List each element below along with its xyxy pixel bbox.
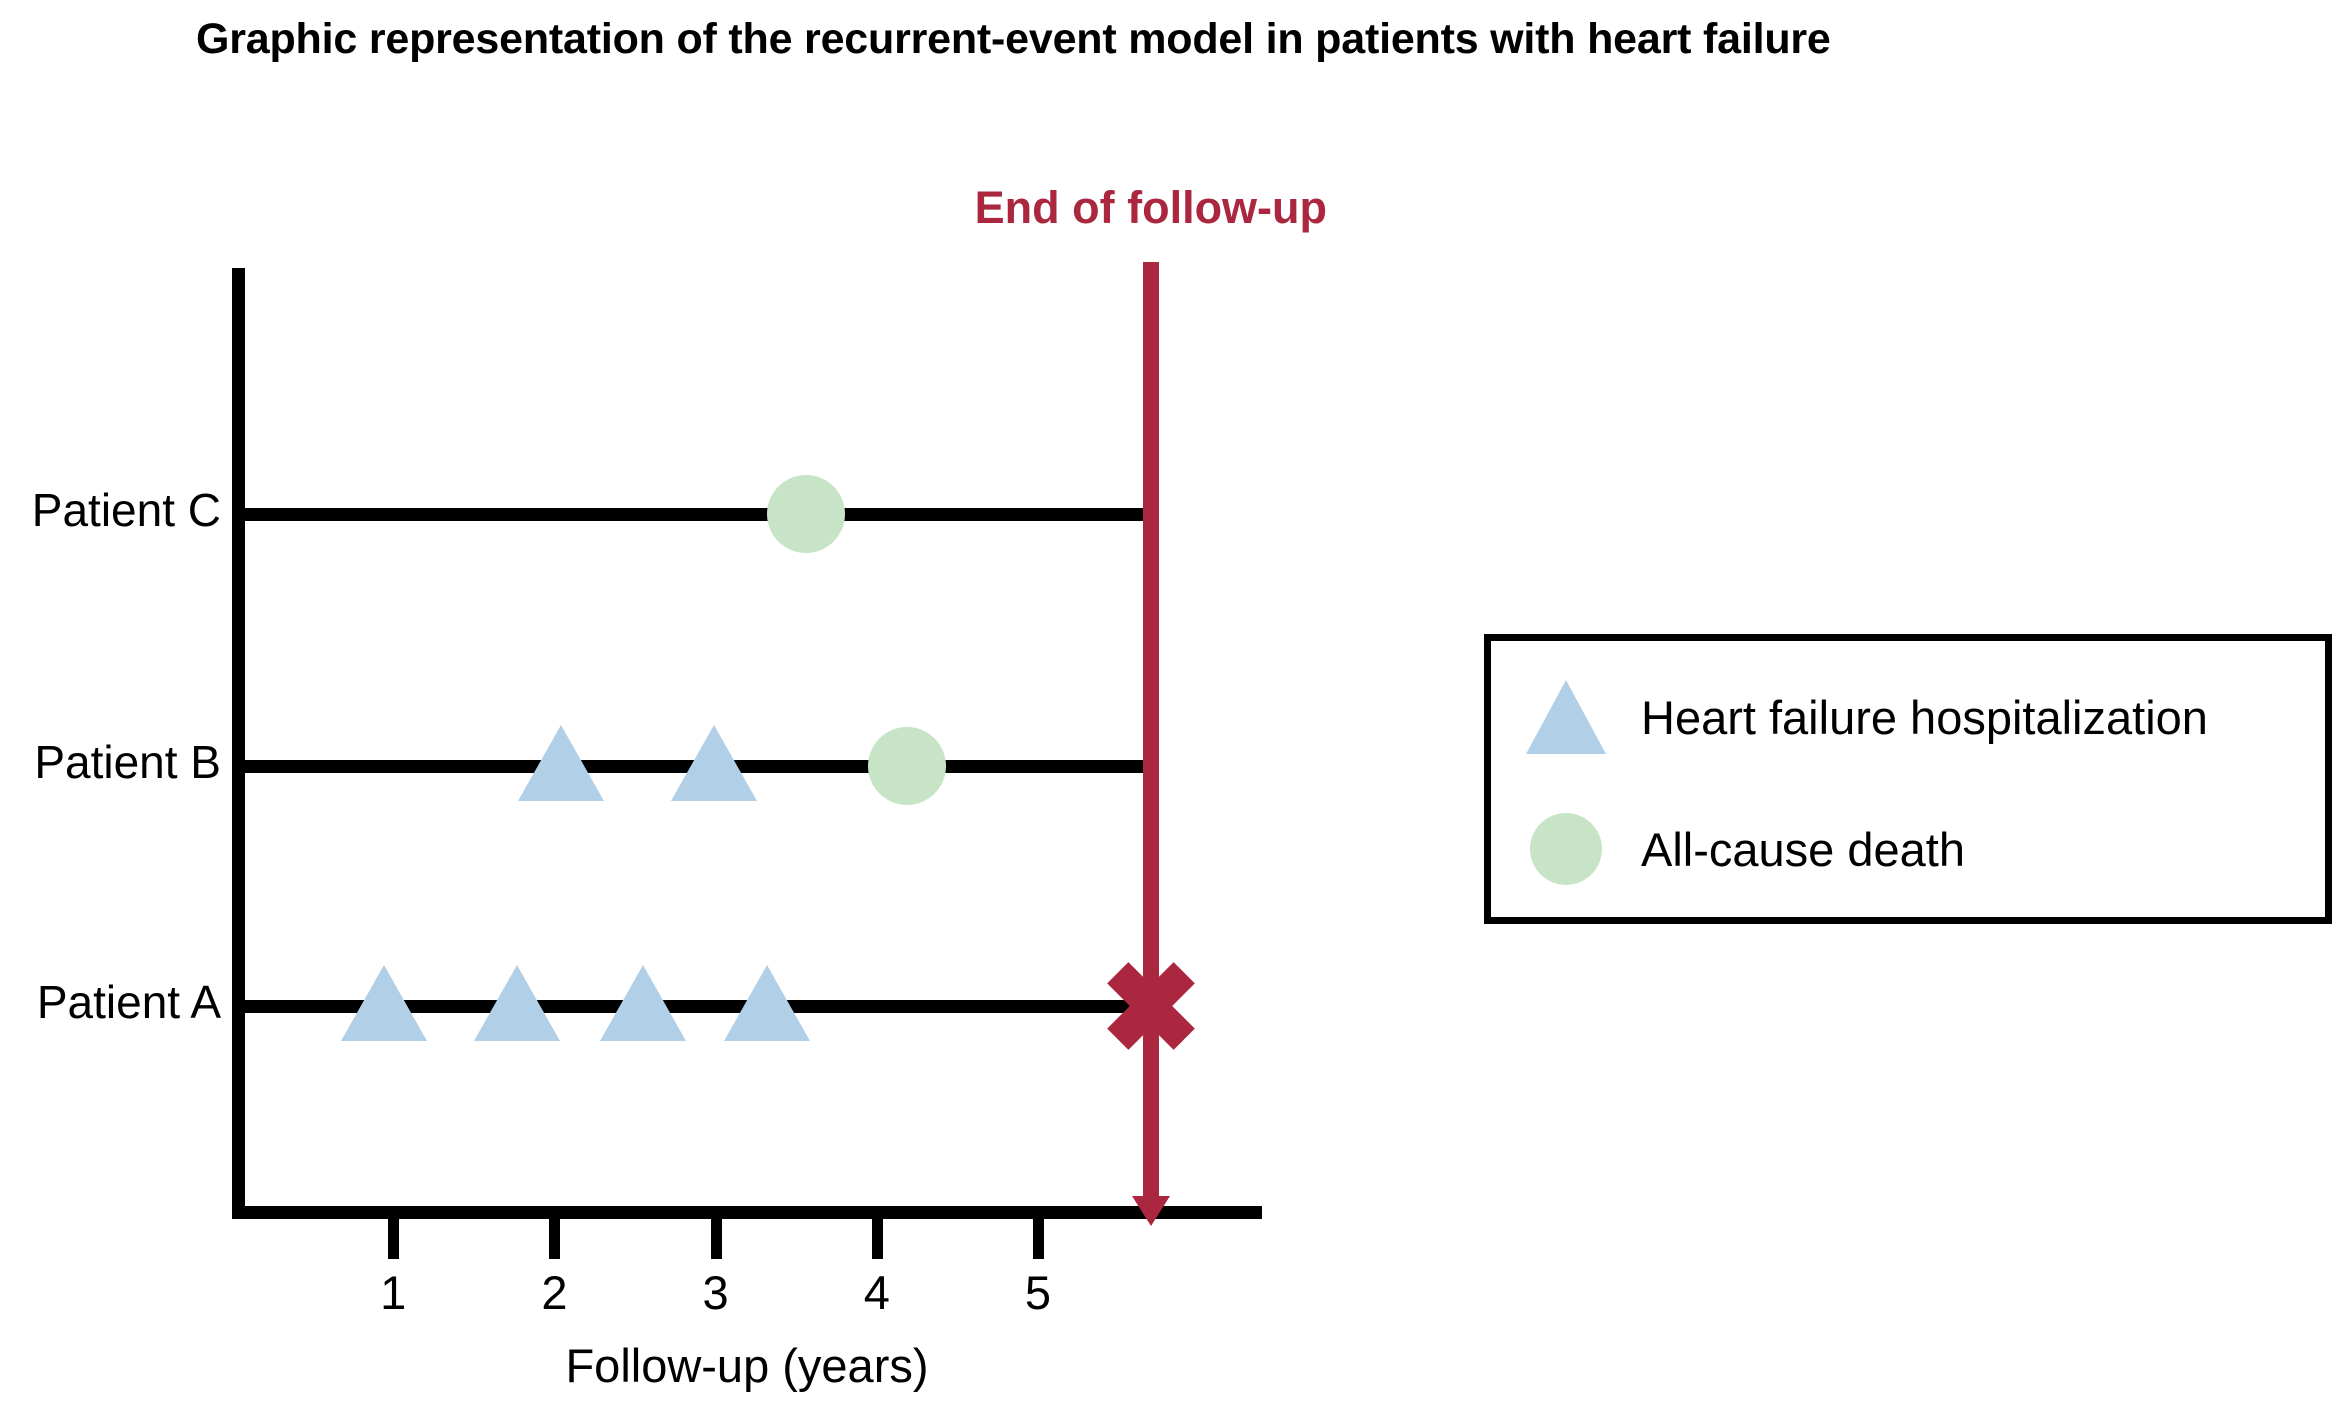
- x-axis: [232, 1206, 1262, 1219]
- patient-timeline: [238, 1000, 1151, 1013]
- patient-timeline: [238, 508, 1151, 521]
- end-of-followup-arrow-icon: [1131, 1196, 1170, 1226]
- legend-item-label: All-cause death: [1641, 822, 1965, 876]
- hospitalization-marker: [517, 725, 604, 801]
- death-marker: [766, 475, 845, 553]
- x-tick: [388, 1219, 400, 1259]
- legend-item-hospitalization: Heart failure hospitalization: [1491, 657, 2325, 777]
- y-axis: [232, 268, 245, 1219]
- x-tick-label: 4: [863, 1266, 890, 1319]
- death-marker: [868, 727, 947, 805]
- hospitalization-marker: [340, 965, 427, 1041]
- hospitalization-marker: [600, 965, 687, 1041]
- hospitalization-marker: [724, 965, 811, 1041]
- x-tick-label: 2: [541, 1266, 568, 1319]
- x-tick: [1033, 1219, 1044, 1259]
- hospitalization-marker: [670, 725, 757, 801]
- x-tick: [549, 1219, 561, 1259]
- x-tick: [710, 1219, 722, 1259]
- circle-icon: [1491, 813, 1641, 885]
- patient-label: Patient A: [36, 976, 221, 1028]
- end-of-followup-label: End of follow-up: [974, 182, 1328, 233]
- plot-area: 1 2 3 4 5 Follow-up (years) Patient C Patient…: [31, 182, 1328, 1392]
- x-tick-label: 5: [1024, 1266, 1052, 1319]
- patient-label: Patient B: [34, 736, 221, 788]
- end-of-followup-line: [1142, 262, 1159, 1204]
- triangle-icon: [1491, 680, 1641, 754]
- x-tick-label: 1: [380, 1266, 407, 1319]
- hospitalization-marker: [474, 965, 561, 1041]
- legend-item-label: Heart failure hospitalization: [1641, 690, 2208, 744]
- page-title: Graphic representation of the recurrent-…: [196, 15, 1831, 63]
- x-tick: [871, 1219, 883, 1259]
- x-axis-label: Follow-up (years): [565, 1339, 929, 1392]
- legend-item-death: All-cause death: [1491, 789, 2325, 909]
- legend: Heart failure hospitalization All-cause …: [1484, 634, 2332, 924]
- patient-label: Patient C: [31, 484, 221, 536]
- x-tick-label: 3: [702, 1266, 729, 1319]
